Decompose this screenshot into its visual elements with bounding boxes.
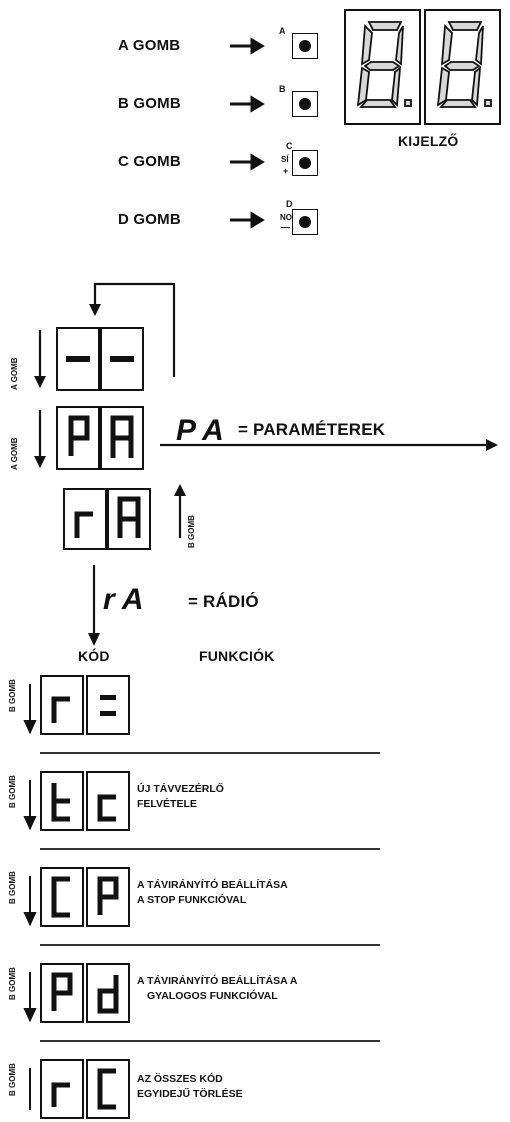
desc-row-2-line-2: FELVÉTELE [137, 798, 197, 810]
ra-text: = RÁDIÓ [188, 592, 259, 611]
b-button-dot-icon [299, 98, 311, 110]
funkciok-header: FUNKCIÓK [199, 648, 275, 664]
code-equals-1 [86, 675, 130, 735]
desc-row-5-line-1: AZ ÖSSZES KÓD [137, 1073, 223, 1085]
code-t [40, 771, 84, 831]
desc-row-3-line-2: A STOP FUNKCIÓVAL [137, 894, 247, 906]
b-gomb-row-1: B GOMB [8, 679, 17, 712]
kijelzo-label: KIJELZŐ [398, 133, 459, 149]
a-gomb-vertical-2: A GOMB [10, 437, 19, 470]
a-button[interactable] [292, 33, 318, 59]
desc-row-3-line-1: A TÁVIRÁNYÍTÓ BEÁLLÍTÁSA [137, 879, 288, 891]
digit-A-2 [107, 488, 151, 550]
a-gomb-label: A GOMB [118, 37, 181, 54]
digit-A [100, 406, 144, 470]
code-r-2 [40, 1059, 84, 1119]
divider-2 [40, 848, 380, 850]
desc-row-2-line-1: ÚJ TÁVVEZÉRLŐ [137, 783, 224, 795]
a-button-letter: A [279, 26, 286, 36]
b-button-letter: B [279, 84, 286, 94]
d-button-dot-icon [299, 216, 311, 228]
d-button[interactable] [292, 209, 318, 235]
digit-dash-1 [56, 327, 100, 391]
c-button-plus: + [283, 166, 289, 176]
flow-lines [34, 282, 498, 646]
b-gomb-vertical-up: B GOMB [187, 515, 196, 548]
code-P [86, 867, 130, 927]
c-button-dot-icon [299, 157, 311, 169]
code-c [86, 771, 130, 831]
a-gomb-vertical-1: A GOMB [10, 357, 19, 390]
code-arrows [23, 684, 37, 1110]
b-gomb-row-3: B GOMB [8, 871, 17, 904]
b-button[interactable] [292, 91, 318, 117]
desc-row-4-line-1: A TÁVIRÁNYÍTÓ BEÁLLÍTÁSA A [137, 975, 298, 987]
code-d [86, 963, 130, 1023]
ra-symbol: r A [103, 583, 144, 616]
d-button-minus: — [281, 222, 290, 232]
d-button-no: NO [280, 213, 292, 222]
b-gomb-row-2: B GOMB [8, 775, 17, 808]
a-button-dot-icon [299, 40, 311, 52]
c-button[interactable] [292, 150, 318, 176]
c-button-letter: C [286, 141, 293, 151]
digit-r [63, 488, 107, 550]
d-gomb-label: D GOMB [118, 211, 181, 228]
b-gomb-row-5: B GOMB [8, 1063, 17, 1096]
divider-3 [40, 944, 380, 946]
legend-arrows [230, 37, 265, 229]
b-gomb-label: B GOMB [118, 95, 181, 112]
c-button-si: SÍ [281, 155, 289, 164]
divider-1 [40, 752, 380, 754]
desc-row-4-line-2: GYALOGOS FUNKCIÓVAL [147, 990, 278, 1002]
digit-dash-2 [100, 327, 144, 391]
d-button-letter: D [286, 199, 293, 209]
pa-text: = PARAMÉTEREK [238, 420, 386, 439]
code-r-1 [40, 675, 84, 735]
code-C [40, 867, 84, 927]
c-gomb-label: C GOMB [118, 153, 181, 170]
divider-4 [40, 1040, 380, 1042]
kijelzo-display [344, 9, 501, 125]
code-P-2 [40, 963, 84, 1023]
digit-P [56, 406, 100, 470]
pa-symbol: P A [176, 414, 224, 447]
code-C-2 [86, 1059, 130, 1119]
desc-row-5-line-2: EGYIDEJŰ TÖRLÉSE [137, 1088, 243, 1100]
kod-header: KÓD [78, 648, 110, 664]
b-gomb-row-4: B GOMB [8, 967, 17, 1000]
